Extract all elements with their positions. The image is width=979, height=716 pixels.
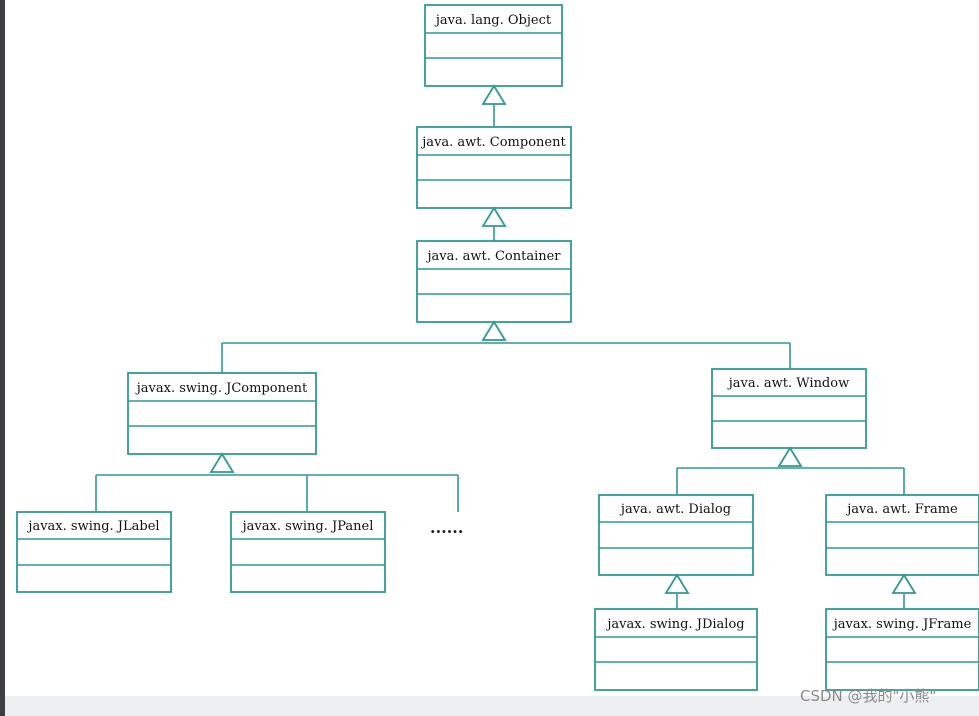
jcomponent-arrowhead <box>209 452 235 473</box>
class-boxes: java. lang. Object java. awt. Component ja… <box>16 4 979 691</box>
class-name-jdialog: javax. swing. JDialog <box>605 617 744 632</box>
class-name-component: java. awt. Component <box>420 135 566 150</box>
class-box-jpanel: javax. swing. JPanel <box>230 511 386 593</box>
bottom-band <box>5 696 979 716</box>
class-box-component: java. awt. Component <box>416 126 572 209</box>
class-name-jframe: javax. swing. JFrame <box>832 617 972 632</box>
class-box-frame <box>230 511 386 593</box>
class-box-jcomponent: javax. swing. JComponent <box>127 372 317 455</box>
class-name-container: java. awt. Container <box>425 249 561 264</box>
class-name-window: java. awt. Window <box>727 376 849 391</box>
class-box-frame <box>598 494 754 576</box>
class-box-jframe: javax. swing. JFrame <box>825 608 979 691</box>
class-box-frame <box>825 494 979 576</box>
class-box-dialog: java. awt. Dialog <box>598 494 754 576</box>
class-name-dialog: java. awt. Dialog <box>619 502 731 517</box>
inheritance-arrows <box>209 84 917 594</box>
class-name-jlabel: javax. swing. JLabel <box>26 519 159 534</box>
container-arrowhead <box>481 320 507 341</box>
object-arrowhead <box>481 84 507 105</box>
window-left-edge <box>0 0 5 716</box>
class-box-object: java. lang. Object <box>424 4 563 87</box>
class-box-frame <box>711 368 867 449</box>
class-box-jdialog: javax. swing. JDialog <box>594 608 758 691</box>
class-box-window: java. awt. Window <box>711 368 867 449</box>
class-box-frame <box>825 608 979 691</box>
csdn-watermark: CSDN @我的"小熊" <box>800 687 936 705</box>
frame-arrowhead <box>891 573 917 594</box>
class-box-frame <box>16 511 172 593</box>
class-box-frame <box>594 608 758 691</box>
class-name-jcomponent: javax. swing. JComponent <box>135 381 308 396</box>
class-name-object: java. lang. Object <box>434 13 552 28</box>
class-box-frame: java. awt. Frame <box>825 494 979 576</box>
class-box-frame <box>416 126 572 209</box>
class-box-jlabel: javax. swing. JLabel <box>16 511 172 593</box>
class-box-frame <box>416 240 572 323</box>
class-box-container: java. awt. Container <box>416 240 572 323</box>
component-arrowhead <box>481 206 507 227</box>
class-name-frame: java. awt. Frame <box>845 502 958 517</box>
inheritance-lines <box>95 104 905 609</box>
dialog-arrowhead <box>664 573 690 594</box>
class-box-frame <box>127 372 317 455</box>
more-subclasses-ellipsis: ...... <box>430 518 463 537</box>
class-name-jpanel: javax. swing. JPanel <box>241 519 374 534</box>
window-arrowhead <box>777 446 803 467</box>
